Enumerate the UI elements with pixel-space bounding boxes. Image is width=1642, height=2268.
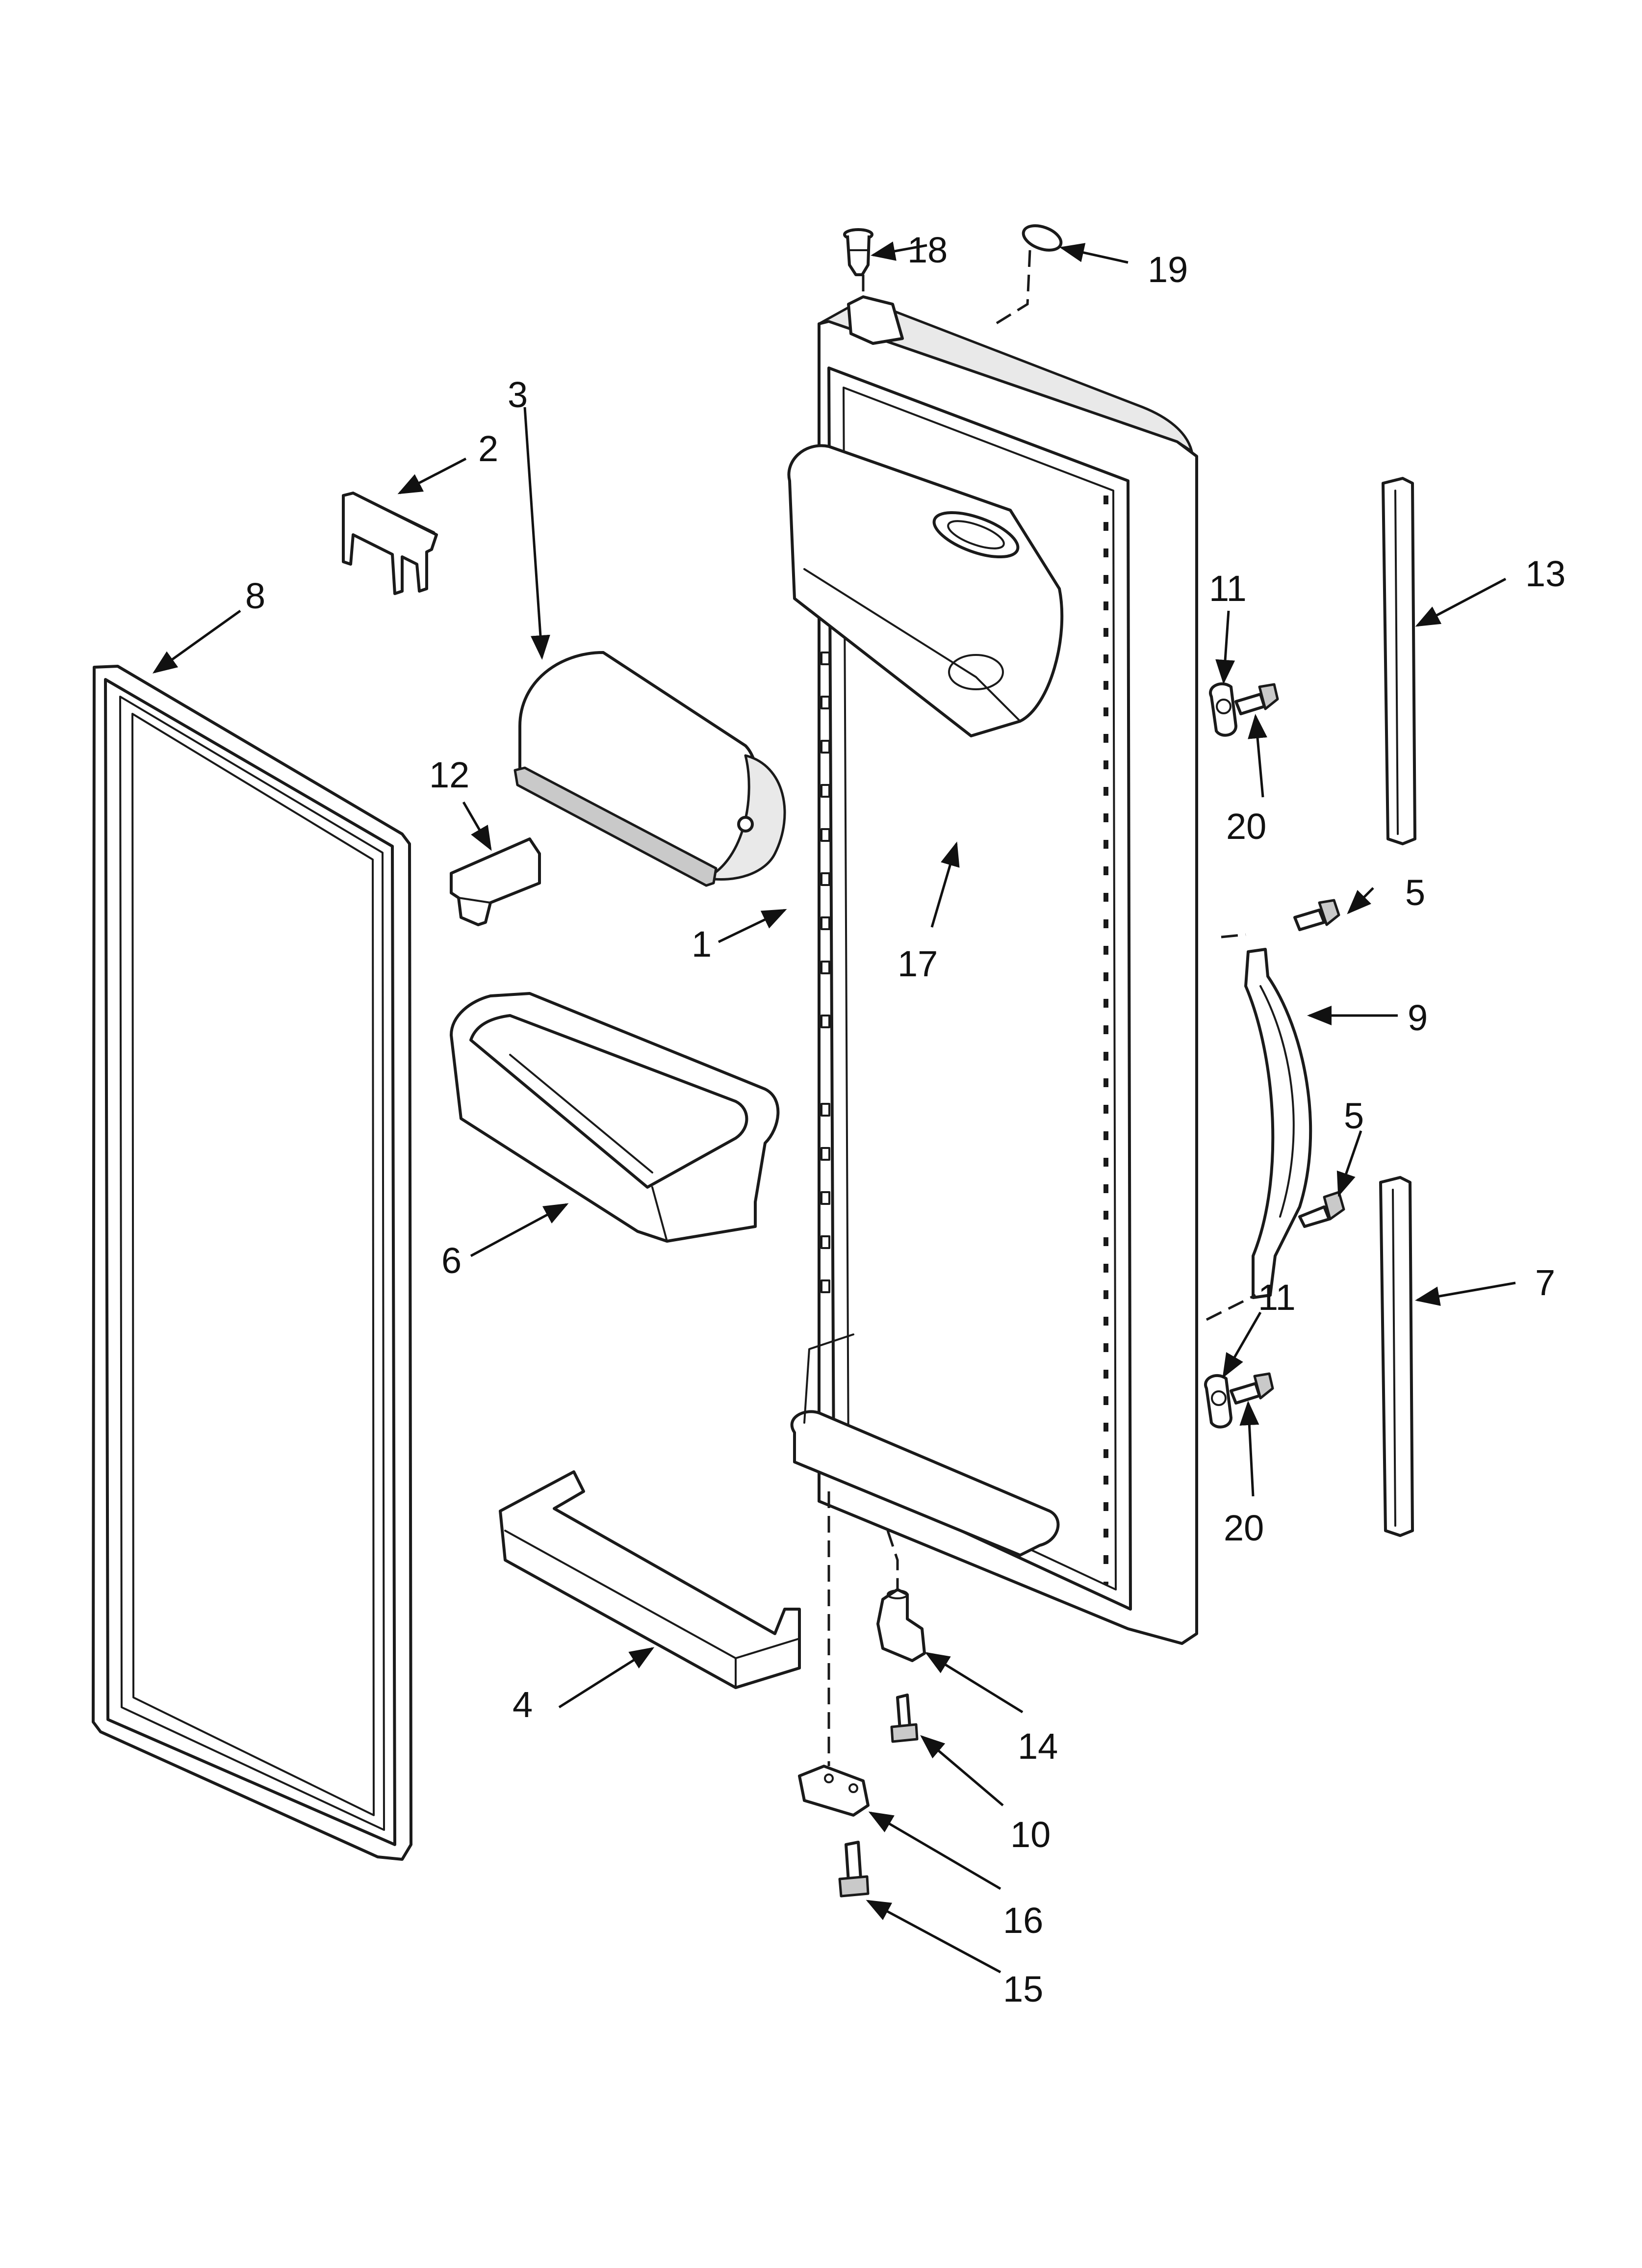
- part-5-screw-lower: [1298, 1191, 1345, 1228]
- part-10-screw: [890, 1694, 919, 1743]
- part-12-bracket: [450, 837, 541, 926]
- part-19-o-ring: [1022, 224, 1063, 252]
- callout-7: 7: [1535, 1262, 1555, 1303]
- callout-20a: 20: [1226, 806, 1266, 847]
- callout-18: 18: [907, 230, 948, 270]
- callout-10: 10: [1010, 1814, 1051, 1855]
- callout-labels: 1 2 3 4 5 5 6 7 8 9 10 11 11 12 13 14 15…: [245, 230, 1565, 2009]
- part-13-trim-strip: [1382, 477, 1416, 845]
- part-6-door-bin: [450, 992, 780, 1243]
- leader-lines: [152, 241, 1516, 1974]
- callout-12: 12: [429, 755, 469, 795]
- callout-3: 3: [508, 374, 528, 415]
- callout-1: 1: [692, 924, 712, 965]
- callout-9: 9: [1408, 997, 1428, 1038]
- part-5-screw-upper: [1293, 899, 1340, 931]
- part-8-door-gasket: [92, 665, 412, 1861]
- callout-15: 15: [1003, 1969, 1043, 2009]
- callout-4: 4: [513, 1684, 533, 1725]
- callout-20b: 20: [1224, 1508, 1264, 1548]
- callout-13: 13: [1525, 553, 1565, 594]
- callout-5a: 5: [1405, 872, 1425, 913]
- callout-17: 17: [898, 943, 938, 984]
- callout-16: 16: [1003, 1900, 1043, 1941]
- part-11-clip-lower: [1204, 1374, 1232, 1429]
- part-17-oval-badge: [932, 511, 1020, 559]
- callout-14: 14: [1018, 1726, 1058, 1767]
- part-14-hinge-pin: [876, 1588, 926, 1662]
- part-11-clip-upper: [1209, 682, 1237, 737]
- part-15-screw: [838, 1841, 870, 1898]
- part-20-screw-lower: [1230, 1372, 1274, 1405]
- callout-11b: 11: [1258, 1277, 1296, 1318]
- callout-5b: 5: [1344, 1095, 1364, 1136]
- part-4-shelf-rail: [499, 1470, 801, 1689]
- part-9-handle: [1244, 948, 1312, 1299]
- part-3-dairy-door: [513, 651, 786, 887]
- callout-6: 6: [441, 1240, 462, 1281]
- part-20-screw-upper: [1234, 683, 1279, 715]
- callout-8: 8: [245, 575, 265, 616]
- callout-2: 2: [478, 428, 498, 469]
- callout-19: 19: [1148, 249, 1188, 290]
- part-16-hinge-bracket: [798, 1765, 870, 1817]
- part-18-plug: [843, 228, 873, 276]
- callout-11a: 11: [1209, 568, 1247, 609]
- part-2-clip: [342, 492, 438, 595]
- part-7-trim-strip: [1379, 1176, 1414, 1537]
- part-1-door-liner: [787, 295, 1198, 1645]
